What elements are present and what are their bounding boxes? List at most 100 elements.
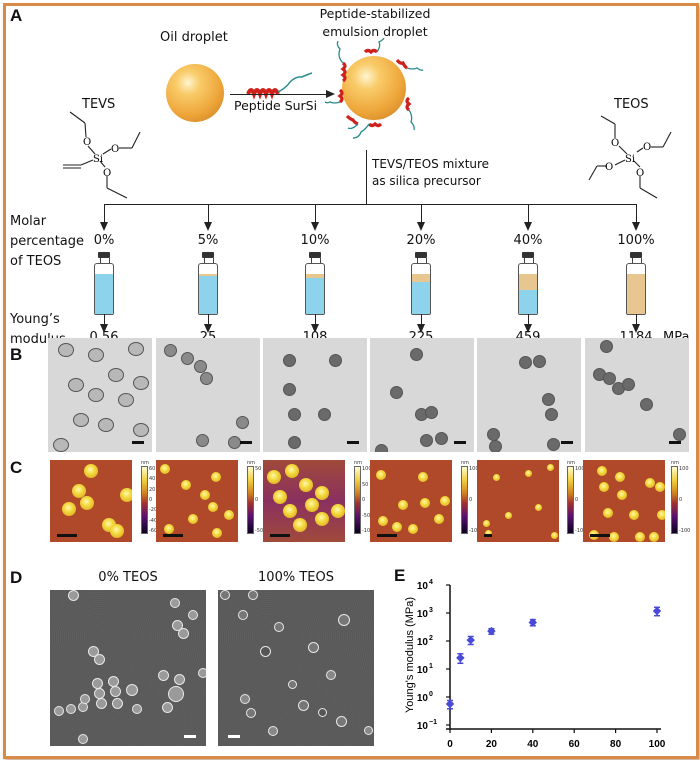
- tevs-structure-icon: O O Si O: [63, 111, 141, 199]
- afm-colorbar: [461, 466, 468, 534]
- sem-image-0-teos: [50, 590, 206, 746]
- tem-particle: [73, 413, 89, 427]
- svg-text:O: O: [605, 162, 613, 173]
- sample-vial-icon: [626, 252, 646, 315]
- afm-colorbar: [247, 466, 254, 534]
- molar-percentage-row-label: Molar percentage of TEOS: [10, 212, 84, 272]
- colorbar-tick-label: 100: [362, 466, 372, 472]
- panel-e-letter: E: [394, 566, 406, 585]
- result-arrow-line: [315, 314, 317, 328]
- afm-particle: [283, 504, 297, 518]
- branch-arrowhead: [632, 222, 640, 231]
- sem-particle: [174, 674, 185, 685]
- molar-label-line1: Molar: [10, 214, 47, 229]
- panel-d-letter: D: [10, 568, 23, 587]
- tem-image: [48, 338, 152, 452]
- tevs-label: TEVS: [82, 97, 116, 112]
- afm-particle: [211, 472, 221, 482]
- result-arrowhead: [204, 324, 212, 333]
- sample-vial-icon: [411, 252, 431, 315]
- result-arrowhead: [524, 324, 532, 333]
- afm-particle: [200, 490, 210, 500]
- afm-particle: [408, 524, 418, 534]
- afm-particle: [376, 470, 386, 480]
- colorbar-tick-label: 20: [149, 486, 156, 493]
- tem-particle: [425, 406, 438, 419]
- tem-particle: [98, 418, 114, 432]
- tem-particle: [118, 393, 134, 407]
- y-tick-label: 10: [417, 609, 429, 620]
- scale-bar: [454, 441, 466, 444]
- vial-body: [94, 263, 114, 315]
- afm-image: [370, 460, 452, 542]
- tem-particle: [533, 355, 546, 368]
- tem-particle: [435, 432, 448, 445]
- vial-neck: [417, 258, 427, 263]
- y-tick-exponent: 2: [429, 635, 433, 642]
- mixture-label-line1: TEVS/TEOS mixture: [372, 157, 490, 171]
- scale-bar: [228, 735, 240, 738]
- vial-oil-phase: [627, 274, 645, 314]
- sem-title-0-teos: 0% TEOS: [98, 570, 158, 585]
- sem-particle: [168, 686, 184, 702]
- colorbar-tick-label: 0: [575, 497, 579, 503]
- vial-cap: [630, 252, 642, 258]
- sem-particle: [198, 668, 206, 678]
- afm-particle: [331, 504, 345, 518]
- afm-particle: [525, 470, 532, 477]
- afm-particle: [535, 504, 542, 511]
- afm-image: [50, 460, 132, 542]
- tem-particle: [600, 340, 613, 353]
- tem-particle: [318, 408, 331, 421]
- result-arrowhead: [417, 324, 425, 333]
- colorbar-tick-label: 0: [149, 497, 153, 503]
- afm-image: [583, 460, 665, 542]
- tem-particle: [200, 372, 213, 385]
- sem-particle: [188, 610, 198, 620]
- teos-percent-label: 20%: [406, 233, 436, 248]
- result-arrow-line: [104, 314, 106, 328]
- sample-vial-icon: [518, 252, 538, 315]
- molar-label-line3: of TEOS: [10, 254, 62, 269]
- y-tick-exponent: 0: [429, 691, 433, 698]
- y-tick-exponent: 1: [429, 663, 433, 670]
- vial-cap: [309, 252, 321, 258]
- vial-water-phase: [412, 282, 430, 314]
- sem-particle: [326, 670, 336, 680]
- afm-particle: [609, 532, 619, 542]
- teos-percent-label: 0%: [93, 233, 115, 248]
- scale-bar: [132, 441, 144, 444]
- svg-text:O: O: [643, 142, 651, 153]
- colorbar-tick-label: -100: [679, 528, 691, 534]
- vial-cap: [522, 252, 534, 258]
- afm-image: [263, 460, 345, 542]
- sem-particle: [126, 684, 138, 696]
- colorbar-tick-label: -20: [149, 507, 158, 514]
- tem-particle: [108, 368, 124, 382]
- sem-particle: [132, 704, 142, 714]
- colorbar-unit: nm: [567, 460, 576, 466]
- afm-particle: [378, 516, 388, 526]
- afm-particle: [418, 472, 428, 482]
- vial-oil-phase: [412, 274, 430, 282]
- sem-particle: [268, 726, 278, 736]
- branch-arrowhead: [417, 222, 425, 231]
- afm-particle: [547, 464, 554, 471]
- vial-body: [518, 263, 538, 315]
- tem-particle: [236, 416, 249, 429]
- branch-line: [104, 204, 106, 226]
- afm-particle: [224, 510, 234, 520]
- reaction-arrow-head: [326, 90, 335, 98]
- tem-particle: [410, 348, 423, 361]
- afm-colorbar: [567, 466, 574, 534]
- peptide-helix: [246, 88, 280, 100]
- data-point: [445, 699, 455, 709]
- vial-neck: [204, 258, 214, 263]
- colorbar-tick-label: 100: [575, 466, 585, 472]
- molar-label-line2: percentage: [10, 234, 85, 249]
- tem-particle: [329, 354, 342, 367]
- colorbar-tick-label: 40: [149, 476, 156, 483]
- y-tick-label: 10: [417, 693, 429, 704]
- branch-line: [421, 204, 423, 226]
- colorbar-unit: nm: [354, 460, 363, 466]
